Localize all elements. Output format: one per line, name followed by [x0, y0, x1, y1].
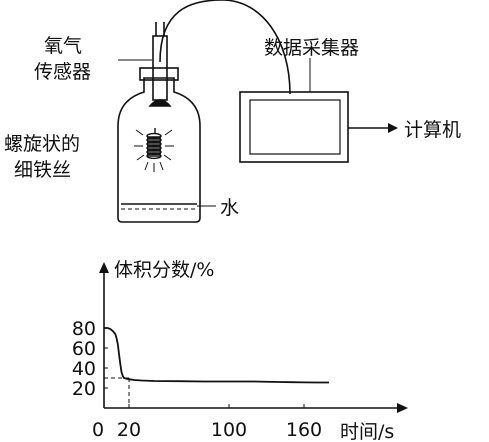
data-collector-monitor: [239, 91, 349, 163]
y-tick-label: 40: [72, 358, 96, 380]
y-axis-title: 体积分数/%: [114, 259, 214, 281]
water-label: 水: [220, 197, 239, 219]
data-collector-label: 数据采集器: [264, 37, 359, 59]
y-tick-label: 80: [72, 318, 96, 340]
x-tick-label: 100: [211, 419, 247, 441]
spiral-iron-wire: [146, 128, 162, 160]
x-tick-label: 160: [286, 419, 322, 441]
apparatus: [117, 0, 398, 223]
arrow-head: [388, 123, 398, 133]
x-ticks: 0 20 100 160: [92, 404, 322, 441]
burning-sparks: [134, 129, 174, 172]
sensor-cable: [159, 0, 291, 95]
x-axis-arrow: [397, 403, 408, 413]
y-axis-arrow: [99, 262, 109, 273]
sensor-tip: [148, 99, 172, 107]
x-axis-title: 时间/s: [340, 421, 394, 442]
spiral-wire-label-2: 细铁丝: [14, 159, 71, 181]
x-tick-label: 0: [92, 419, 104, 441]
oxygen-sensor-label-2: 传感器: [34, 61, 91, 83]
rubber-stopper: [139, 67, 179, 81]
y-tick-label: 20: [72, 378, 96, 400]
monitor-screen: [249, 99, 341, 155]
y-tick-label: 60: [72, 338, 96, 360]
spiral-wire-label-1: 螺旋状的: [4, 133, 80, 155]
oxygen-sensor-label-1: 氧气: [44, 35, 82, 57]
x-tick-label: 20: [117, 419, 141, 441]
computer-label: 计算机: [404, 119, 461, 141]
oxygen-fraction-curve: [104, 327, 329, 384]
gas-bottle: [117, 77, 201, 223]
